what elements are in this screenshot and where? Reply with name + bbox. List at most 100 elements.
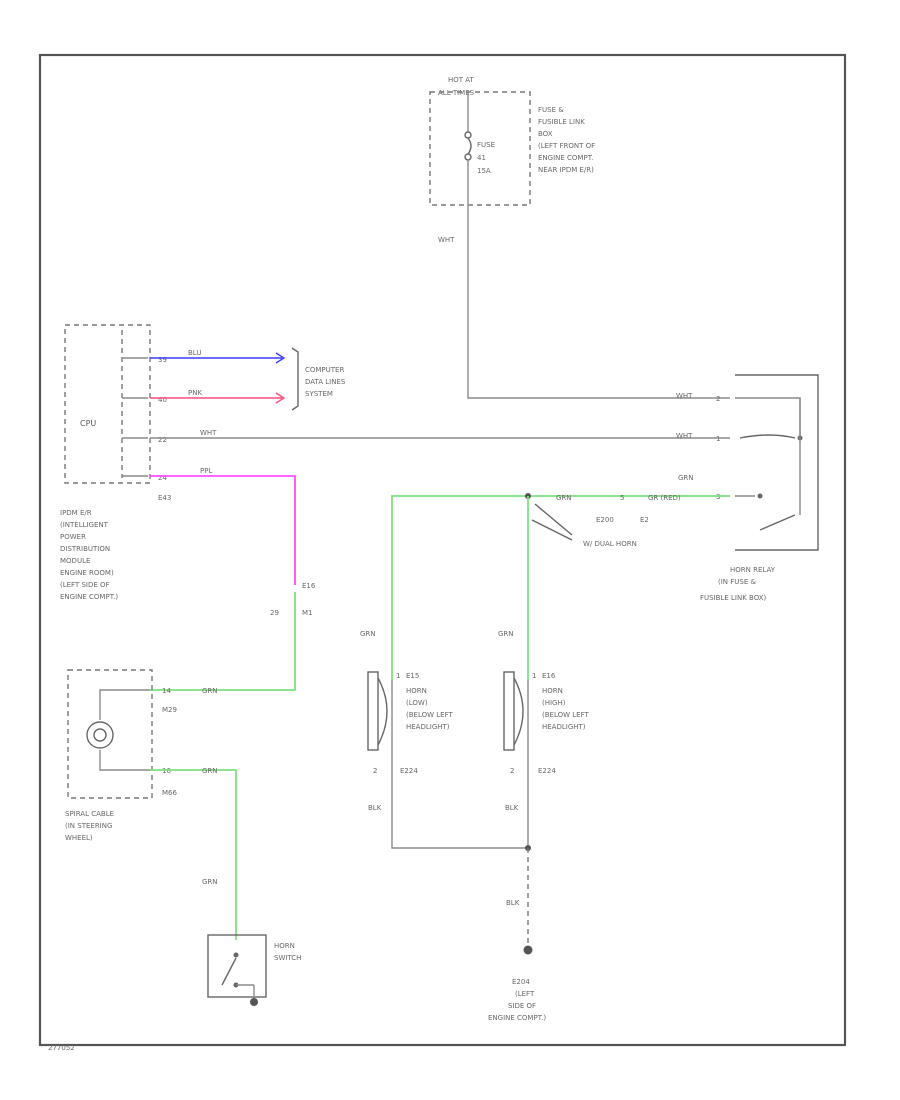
relay-pin5: 5 — [620, 494, 624, 502]
spiral-lead-top — [99, 689, 150, 720]
horn-relay: 2 1 3 HORN RELAY (IN FUSE & FUSIBLE LINK… — [700, 374, 819, 602]
dual-horn-note: W/ DUAL HORN — [583, 540, 637, 548]
relay-switch-arm — [759, 514, 796, 531]
relay-pin-1: 1 — [716, 435, 720, 443]
wire-label-blk-ground: BLK — [506, 899, 520, 907]
horn-high-pin-bottom: 2 — [510, 767, 514, 775]
ipdm-cpu-label: CPU — [80, 419, 96, 428]
ground-desc-4: ENGINE COMPT.) — [488, 1014, 546, 1022]
dual-horn-leader-2 — [531, 519, 573, 541]
ipdm-desc-5: MODULE — [60, 557, 90, 565]
data-lines-1: COMPUTER — [305, 366, 344, 374]
horn-switch-contact-top — [233, 952, 239, 958]
wire-label-grn-right: GRN — [498, 630, 514, 638]
wire-label-blu: BLU — [188, 349, 201, 357]
ground-desc-1: E204 — [512, 978, 530, 986]
horn-low-desc-4: HEADLIGHT) — [406, 723, 450, 731]
data-lines-2: DATA LINES — [305, 378, 346, 386]
horn-low-desc-3: (BELOW LEFT — [406, 711, 453, 719]
horn-low-pin-bottom: 2 — [373, 767, 377, 775]
fuse-label-1: FUSE — [477, 141, 495, 149]
horn-switch-box — [207, 934, 267, 998]
relay-desc-2: (IN FUSE & — [718, 578, 756, 586]
relay-connector-e2: E2 — [640, 516, 649, 524]
fuse-box-desc-2: FUSIBLE LINK — [538, 118, 585, 126]
spiral-pin-16: 16 — [162, 767, 171, 775]
relay-pin-2: 2 — [716, 395, 720, 403]
horn-switch: HORN SWITCH — [207, 934, 301, 1006]
junction-connector: E16 — [302, 582, 316, 590]
horn-high-connector: E16 — [542, 672, 556, 680]
fuse-box-desc-1: FUSE & — [538, 106, 564, 114]
ipdm-desc-8: ENGINE COMPT.) — [60, 593, 118, 601]
wire-label-grn-left: GRN — [360, 630, 376, 638]
fuse-box-desc-3: BOX — [538, 130, 553, 138]
spiral-lead-bottom — [99, 750, 150, 771]
wire-label-relay-pin2: WHT — [676, 392, 693, 400]
relay-contact-node — [757, 493, 763, 499]
horn-low-desc-1: HORN — [406, 687, 427, 695]
junction-pin: 29 — [270, 609, 279, 617]
horn-low-ground-conn: E224 — [400, 767, 418, 775]
fuse-box-outline — [429, 91, 531, 206]
relay-desc-1: HORN RELAY — [730, 566, 776, 574]
wire-label-ppl: PPL — [200, 467, 212, 475]
ipdm-desc-3: POWER — [60, 533, 86, 541]
fuse-box: HOT AT ALL TIMES FUSE 41 15A FUSE & FUSI… — [429, 76, 595, 206]
fuse-label-3: 15A — [477, 167, 491, 175]
horn-high-body — [503, 671, 515, 751]
fuse-terminal-bottom — [464, 153, 472, 161]
horn-high: 1 E16 HORN (HIGH) (BELOW LEFT HEADLIGHT)… — [503, 671, 589, 848]
spiral-desc-3: WHEEL) — [65, 834, 93, 842]
wire-label-grn-spiral-bottom: GRN — [202, 767, 218, 775]
horn-low-desc-2: (LOW) — [406, 699, 428, 707]
wire-label-grn-red: GR (RED) — [648, 494, 681, 502]
fuse-label-2: 41 — [477, 154, 486, 162]
wire-label-relay-pin1: WHT — [676, 432, 693, 440]
junction-pin2: M1 — [302, 609, 313, 617]
ground-symbol — [523, 945, 533, 955]
horn-low-connector: E15 — [406, 672, 419, 680]
horn-high-desc-2: (HIGH) — [542, 699, 566, 707]
horn-low-pin-top: 1 — [396, 672, 400, 680]
spiral-desc-2: (IN STEERING — [65, 822, 112, 830]
spiral-desc-1: SPIRAL CABLE — [65, 810, 114, 818]
horn-low-bell — [377, 677, 388, 746]
wire-label-grn-mid: GRN — [556, 494, 572, 502]
wire-ppl — [150, 475, 296, 585]
fuse-box-heading-2: ALL TIMES — [438, 89, 475, 97]
diagram-frame — [38, 53, 847, 1047]
ipdm-pin-24: 24 — [158, 474, 167, 482]
fuse-element — [467, 137, 472, 155]
horn-switch-label-2: SWITCH — [274, 954, 301, 962]
fuse-box-desc-6: NEAR IPDM E/R) — [538, 166, 594, 174]
relay-pin-3: 3 — [716, 493, 720, 501]
wire-grn-spiral-to-switch — [150, 769, 237, 940]
ipdm-pin-22: 22 — [158, 436, 167, 444]
fuse-box-desc-5: ENGINE COMPT. — [538, 154, 593, 162]
ipdm-pin-39: 39 — [158, 356, 167, 364]
diagram-id: 277052 — [48, 1044, 75, 1052]
fuse-terminal-top — [464, 131, 472, 139]
wire-grn-relay-to-horns — [391, 495, 730, 680]
dual-horn-leader-1 — [534, 503, 573, 536]
wire-pnk-arrow — [275, 392, 286, 404]
wire-blu-arrow — [275, 352, 286, 364]
relay-coil-feed — [735, 397, 801, 438]
fuse-box-desc-4: (LEFT FRONT OF — [538, 142, 595, 150]
wire-label-grn-switch: GRN — [202, 878, 218, 886]
horn-high-bell — [513, 677, 524, 746]
wire-label-grn-spiral-top: GRN — [202, 687, 218, 695]
horn-high-pin-top: 1 — [532, 672, 536, 680]
spiral-connector-m66: M66 — [162, 789, 177, 797]
relay-coil — [739, 434, 796, 439]
horn-switch-lever — [221, 957, 237, 986]
relay-desc-3: FUSIBLE LINK BOX) — [700, 594, 767, 602]
ipdm-pin-40: 40 — [158, 396, 167, 404]
data-lines-bracket — [291, 347, 299, 411]
wire-label-fuse-out: WHT — [438, 236, 455, 244]
ipdm-desc-4: DISTRIBUTION — [60, 545, 110, 553]
wire-label-wht-ipdm: WHT — [200, 429, 217, 437]
ipdm-outline — [64, 324, 151, 484]
